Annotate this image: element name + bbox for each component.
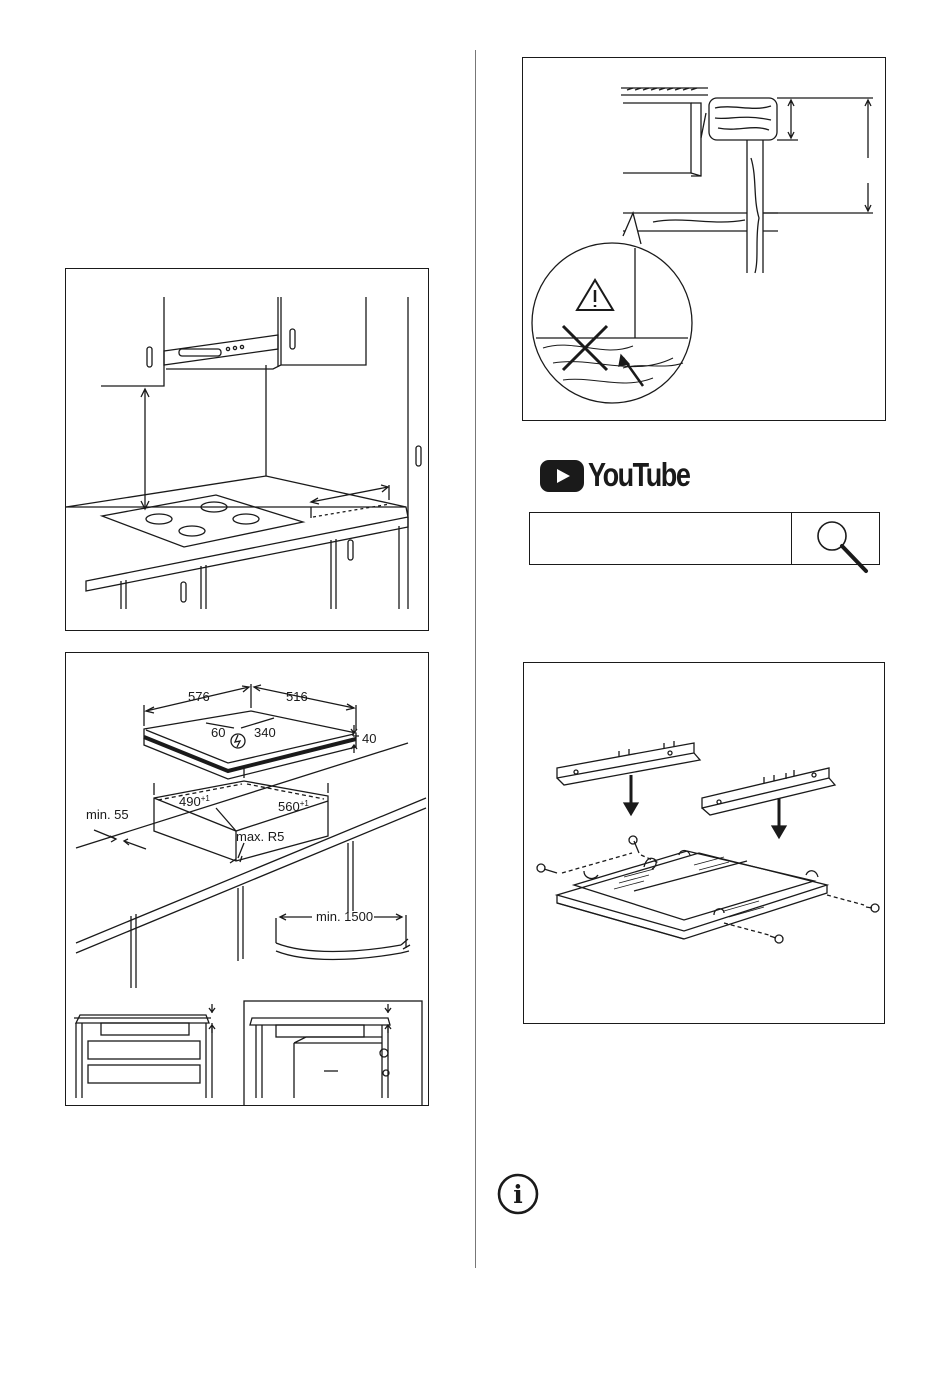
youtube-logo: YouTube — [540, 458, 680, 494]
kitchen-installation-figure — [65, 268, 429, 631]
svg-text:i: i — [513, 1180, 523, 1209]
search-box[interactable] — [529, 512, 880, 565]
column-divider — [475, 50, 476, 1268]
dim-depth: 516 — [286, 689, 308, 704]
youtube-wordmark: YouTube — [588, 456, 689, 494]
magnifier-icon — [792, 513, 880, 575]
dim-width: 576 — [188, 689, 210, 704]
dim-height: 40 — [362, 731, 376, 746]
dim-cable-span: 340 — [254, 725, 276, 740]
dim-cable-offset: 60 — [211, 725, 225, 740]
bracket-mounting-figure — [523, 662, 885, 1024]
dim-cable-min: min. 1500 — [316, 909, 373, 924]
dim-cutout-depth: 560+1 — [278, 799, 309, 814]
play-icon — [540, 460, 584, 492]
dim-front-min: min. 55 — [86, 807, 129, 822]
dim-corner-radius: max. R5 — [236, 829, 284, 844]
info-icon: i — [497, 1173, 539, 1215]
search-input[interactable] — [530, 513, 792, 564]
cutout-dimensions-figure: 576 516 40 60 340 490+1 560+1 min. 55 ma… — [65, 652, 429, 1106]
search-button[interactable] — [792, 513, 880, 564]
worktop-section-figure — [522, 57, 886, 421]
